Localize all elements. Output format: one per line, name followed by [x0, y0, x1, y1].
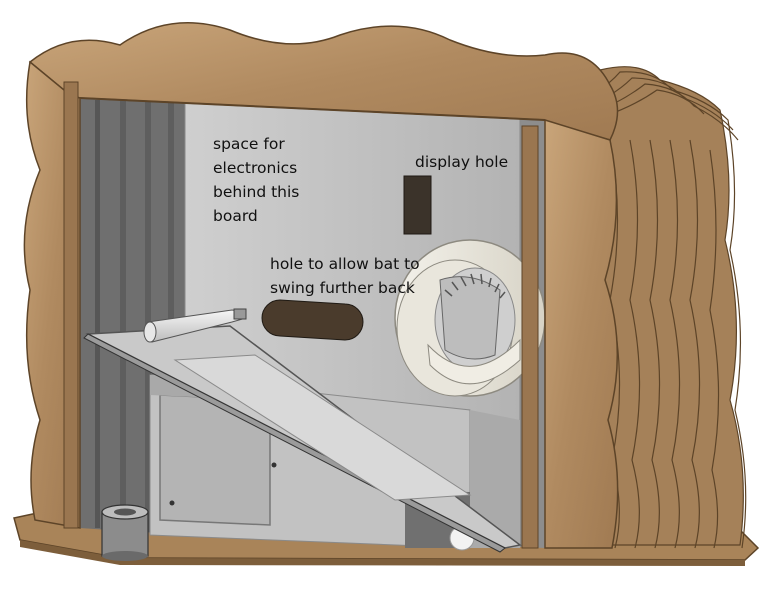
cylinder-knob — [101, 504, 149, 561]
baseball-bat — [143, 308, 247, 343]
display-hole — [403, 175, 432, 235]
bat-slot-label: hole to allow bat to swing further back — [270, 255, 420, 297]
ramp — [83, 325, 522, 553]
bat-swing-slot — [261, 299, 364, 341]
front-frame — [23, 21, 619, 549]
pitching-wheel — [394, 239, 546, 397]
electronics-space-label: space for electronics behind this board — [213, 135, 300, 225]
display-hole-label: display hole — [415, 153, 509, 171]
